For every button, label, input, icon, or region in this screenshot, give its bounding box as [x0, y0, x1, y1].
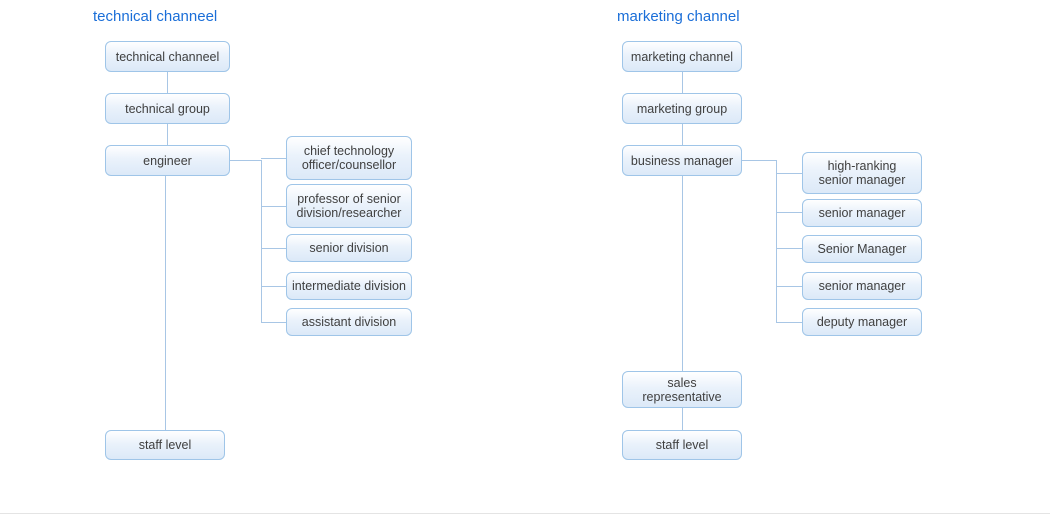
- node-technical-group[interactable]: technical group: [105, 93, 230, 124]
- connector-marketing-sales-to-staff: [682, 408, 683, 430]
- node-marketing-branch-high-ranking-senior-manager[interactable]: high-ranking senior manager: [802, 152, 922, 194]
- node-technical-root[interactable]: technical channeel: [105, 41, 230, 72]
- node-technical-branch-assistant-division[interactable]: assistant division: [286, 308, 412, 336]
- connector-marketing-group-to-manager: [682, 124, 683, 146]
- node-technical-branch-intermediate-division[interactable]: intermediate division: [286, 272, 412, 300]
- connector-technical-branch-stub-3: [261, 248, 287, 249]
- connector-marketing-branch-stub-2: [776, 212, 803, 213]
- connector-technical-engineer-to-staff: [165, 176, 166, 430]
- connector-marketing-root-to-group: [682, 72, 683, 94]
- chart-title-marketing: marketing channel: [617, 8, 740, 25]
- connector-technical-branch-trunk: [261, 160, 262, 322]
- node-technical-branch-cto[interactable]: chief technology officer/counsellor: [286, 136, 412, 180]
- connector-marketing-branch-stub-4: [776, 286, 803, 287]
- chart-title-technical: technical channeel: [93, 8, 218, 25]
- connector-marketing-manager-stub: [742, 160, 777, 161]
- connector-technical-branch-stub-5: [261, 322, 287, 323]
- connector-technical-root-to-group: [167, 72, 168, 94]
- node-technical-branch-professor[interactable]: professor of senior division/researcher: [286, 184, 412, 228]
- node-marketing-staff-level[interactable]: staff level: [622, 430, 742, 460]
- footer-divider: [0, 513, 1050, 514]
- node-marketing-sales-representative[interactable]: sales representative: [622, 371, 742, 408]
- connector-technical-branch-stub-2: [261, 206, 287, 207]
- node-marketing-group[interactable]: marketing group: [622, 93, 742, 124]
- connector-technical-branch-stub-4: [261, 286, 287, 287]
- node-marketing-branch-senior-manager-3[interactable]: senior manager: [802, 272, 922, 300]
- node-marketing-root[interactable]: marketing channel: [622, 41, 742, 72]
- node-marketing-branch-senior-manager-2[interactable]: Senior Manager: [802, 235, 922, 263]
- node-technical-engineer[interactable]: engineer: [105, 145, 230, 176]
- connector-marketing-branch-trunk: [776, 160, 777, 322]
- connector-technical-engineer-stub: [230, 160, 262, 161]
- connector-technical-group-to-engineer: [167, 124, 168, 146]
- node-technical-branch-senior-division[interactable]: senior division: [286, 234, 412, 262]
- node-technical-staff-level[interactable]: staff level: [105, 430, 225, 460]
- node-marketing-branch-deputy-manager[interactable]: deputy manager: [802, 308, 922, 336]
- node-marketing-business-manager[interactable]: business manager: [622, 145, 742, 176]
- connector-technical-branch-stub-1: [261, 158, 287, 159]
- connector-marketing-manager-to-sales: [682, 176, 683, 371]
- connector-marketing-branch-stub-1: [776, 173, 803, 174]
- node-marketing-branch-senior-manager-1[interactable]: senior manager: [802, 199, 922, 227]
- connector-marketing-branch-stub-3: [776, 248, 803, 249]
- connector-marketing-branch-stub-5: [776, 322, 803, 323]
